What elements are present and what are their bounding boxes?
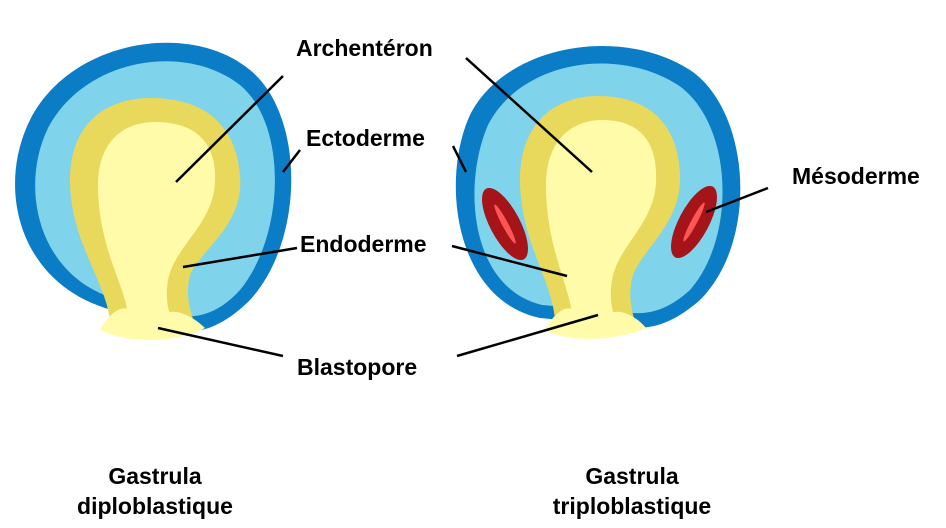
leader-blastopore-left — [157, 326, 284, 358]
diploblastic-gastrula — [15, 42, 292, 340]
mesoderm-right-pouch — [671, 185, 717, 259]
right-archenteron — [546, 120, 657, 320]
leader-archenteron-right — [465, 57, 593, 173]
leader-endoderm-right — [451, 244, 568, 278]
triploblastic-gastrula — [455, 45, 741, 339]
leader-ectoderm-left — [282, 149, 301, 173]
leader-lines — [157, 57, 769, 358]
caption-right-line2: triploblastique — [553, 493, 711, 519]
leader-archenteron-left — [175, 75, 284, 183]
mesoderm-left-pouch — [482, 187, 528, 261]
label-blastopore: Blastopore — [297, 354, 417, 380]
label-ectoderm: Ectoderme — [306, 125, 425, 151]
leader-ectoderm-right — [451, 145, 468, 173]
caption-right-line1: Gastrula — [585, 463, 679, 489]
label-archenteron: Archentéron — [296, 35, 433, 61]
caption-left-line1: Gastrula — [108, 463, 202, 489]
leader-blastopore-right — [456, 313, 599, 358]
label-endoderm: Endoderme — [300, 231, 427, 257]
label-mesoderm: Mésoderme — [792, 163, 920, 189]
leader-endoderm-left — [182, 246, 298, 269]
leader-mesoderm — [705, 186, 769, 214]
caption-left-line2: diploblastique — [77, 493, 233, 519]
right-blastopore — [545, 308, 646, 339]
